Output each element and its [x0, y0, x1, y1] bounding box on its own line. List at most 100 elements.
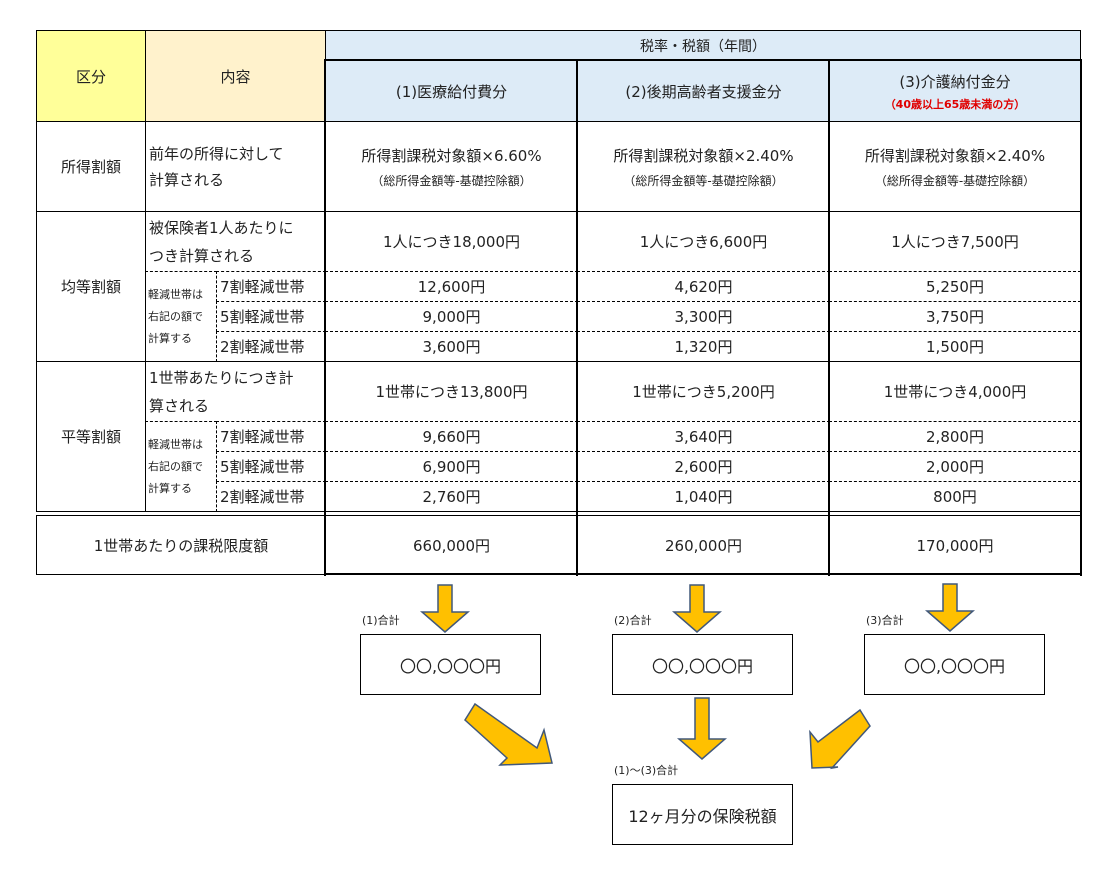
reduction-value-cell: 2,000円	[829, 451, 1081, 482]
arrow-down-icon	[924, 583, 976, 632]
note-line: 計算する	[148, 481, 192, 495]
reduction-value-cell: 2,760円	[325, 481, 578, 512]
total-value: 〇〇,〇〇〇円	[399, 656, 502, 676]
rate-title-text: 税率・税額（年間）	[640, 38, 766, 55]
header-naiyou-text: 内容	[220, 67, 251, 86]
reduction-value: 1,500円	[926, 338, 984, 356]
shotoku-sub: （総所得金額等-基礎控除額）	[623, 173, 784, 188]
kintou-value-3: 1人につき7,500円	[829, 211, 1081, 272]
divider	[1080, 59, 1082, 576]
grand-total-value: 12ヶ月分の保険税額	[628, 806, 777, 826]
reduction-label-cell: 7割軽減世帯	[216, 421, 326, 452]
limit-value-2: 260,000円	[577, 515, 830, 575]
shotoku-sub: （総所得金額等-基礎控除額）	[371, 173, 532, 188]
total-1-label: (1)合計	[362, 614, 400, 627]
kintou-desc-2: つき計算される	[149, 246, 255, 265]
reduction-label: 2割軽減世帯	[220, 338, 305, 356]
reduction-label: 5割軽減世帯	[220, 458, 305, 476]
header-rate-title: 税率・税額（年間）	[325, 30, 1081, 61]
reduction-label: 7割軽減世帯	[220, 428, 305, 446]
reduction-label-cell: 5割軽減世帯	[216, 301, 326, 332]
limit-label-text: 1世帯あたりの課税限度額	[93, 536, 269, 555]
shotoku-desc-2: 計算される	[149, 170, 225, 189]
note-line: 軽減世帯は	[148, 287, 203, 301]
shotoku-value-text: 所得割課税対象額×2.40%	[613, 146, 794, 165]
value-text: 660,000円	[412, 536, 491, 555]
reduction-value: 800円	[933, 488, 977, 506]
reduction-value-cell: 2,800円	[829, 421, 1081, 452]
divider	[36, 511, 1082, 512]
reduction-value: 3,750円	[926, 308, 984, 326]
heitou-desc-2: 算される	[149, 396, 210, 415]
total-value: 〇〇,〇〇〇円	[651, 656, 754, 676]
reduction-value: 9,000円	[422, 308, 481, 326]
limit-label: 1世帯あたりの課税限度額	[36, 515, 326, 575]
reduction-value: 12,600円	[417, 278, 486, 296]
reduction-value: 3,600円	[422, 338, 481, 356]
shotoku-value-1: 所得割課税対象額×6.60% （総所得金額等-基礎控除額）	[325, 121, 578, 212]
note-line: 右記の額で	[148, 309, 203, 323]
reduction-value: 2,600円	[674, 458, 733, 476]
note-line: 計算する	[148, 331, 192, 345]
value-text: 1世帯につき5,200円	[632, 383, 775, 401]
value-text: 1人につき18,000円	[382, 233, 521, 251]
divider	[324, 59, 1082, 61]
header-col-2: (2)後期高齢者支援金分	[577, 60, 830, 122]
heitou-label-text: 平等割額	[60, 428, 121, 446]
reduction-value-cell: 4,620円	[577, 271, 830, 302]
arrow-diagonal-down-right-icon	[464, 702, 553, 766]
total-2-box: 〇〇,〇〇〇円	[612, 634, 793, 695]
reduction-value: 3,300円	[674, 308, 733, 326]
arrow-down-icon	[419, 584, 471, 633]
shotoku-value-text: 所得割課税対象額×2.40%	[864, 146, 1046, 165]
col-1-label: (1)医療給付費分	[395, 82, 508, 101]
reduction-label: 7割軽減世帯	[220, 278, 305, 296]
kintou-value-1: 1人につき18,000円	[325, 211, 578, 272]
divider	[324, 59, 326, 576]
divider	[324, 573, 1082, 575]
reduction-value-cell: 2,600円	[577, 451, 830, 482]
heitou-desc: 1世帯あたりにつき計算される	[145, 361, 326, 422]
reduction-value-cell: 9,660円	[325, 421, 578, 452]
reduction-value-cell: 12,600円	[325, 271, 578, 302]
reduction-value-cell: 800円	[829, 481, 1081, 512]
header-col-3: (3)介護納付金分（40歳以上65歳未満の方）	[829, 60, 1081, 122]
reduction-value: 2,760円	[422, 488, 481, 506]
header-kubun-text: 区分	[75, 67, 106, 86]
arrow-down-icon	[671, 584, 723, 633]
note-line: 右記の額で	[148, 459, 203, 473]
header-naiyou: 内容	[145, 30, 326, 122]
shotoku-value-2: 所得割課税対象額×2.40% （総所得金額等-基礎控除額）	[577, 121, 830, 212]
total-2-label: (2)合計	[614, 614, 652, 627]
total-3-label: (3)合計	[866, 614, 904, 627]
reduction-value-cell: 1,040円	[577, 481, 830, 512]
header-kubun: 区分	[36, 30, 146, 122]
reduction-value-cell: 1,500円	[829, 331, 1081, 362]
reduction-value: 5,250円	[926, 278, 984, 296]
value-text: 170,000円	[916, 536, 994, 555]
arrow-diagonal-down-left-icon	[809, 708, 871, 770]
total-value: 〇〇,〇〇〇円	[903, 656, 1006, 676]
kintou-note: 軽減世帯は右記の額で計算する	[145, 271, 217, 362]
reduction-value: 3,640円	[674, 428, 733, 446]
reduction-value: 9,660円	[422, 428, 481, 446]
kintou-value-2: 1人につき6,600円	[577, 211, 830, 272]
shotoku-desc: 前年の所得に対して計算される	[145, 121, 326, 212]
shotoku-desc-1: 前年の所得に対して	[149, 144, 284, 163]
shotoku-value-text: 所得割課税対象額×6.60%	[361, 146, 542, 165]
value-text: 1人につき7,500円	[891, 233, 1019, 251]
reduction-label-cell: 2割軽減世帯	[216, 331, 326, 362]
value-text: 1世帯につき4,000円	[883, 383, 1027, 401]
kintou-label-text: 均等割額	[60, 278, 121, 296]
divider	[576, 59, 578, 576]
reduction-label: 5割軽減世帯	[220, 308, 305, 326]
reduction-value: 2,000円	[926, 458, 984, 476]
value-text: 1世帯につき13,800円	[375, 383, 528, 401]
arrow-down-icon	[676, 697, 728, 760]
heitou-desc-1: 1世帯あたりにつき計	[149, 368, 294, 387]
reduction-value-cell: 9,000円	[325, 301, 578, 332]
reduction-value: 1,320円	[674, 338, 733, 356]
shotoku-value-3: 所得割課税対象額×2.40%（総所得金額等-基礎控除額）	[829, 121, 1081, 212]
